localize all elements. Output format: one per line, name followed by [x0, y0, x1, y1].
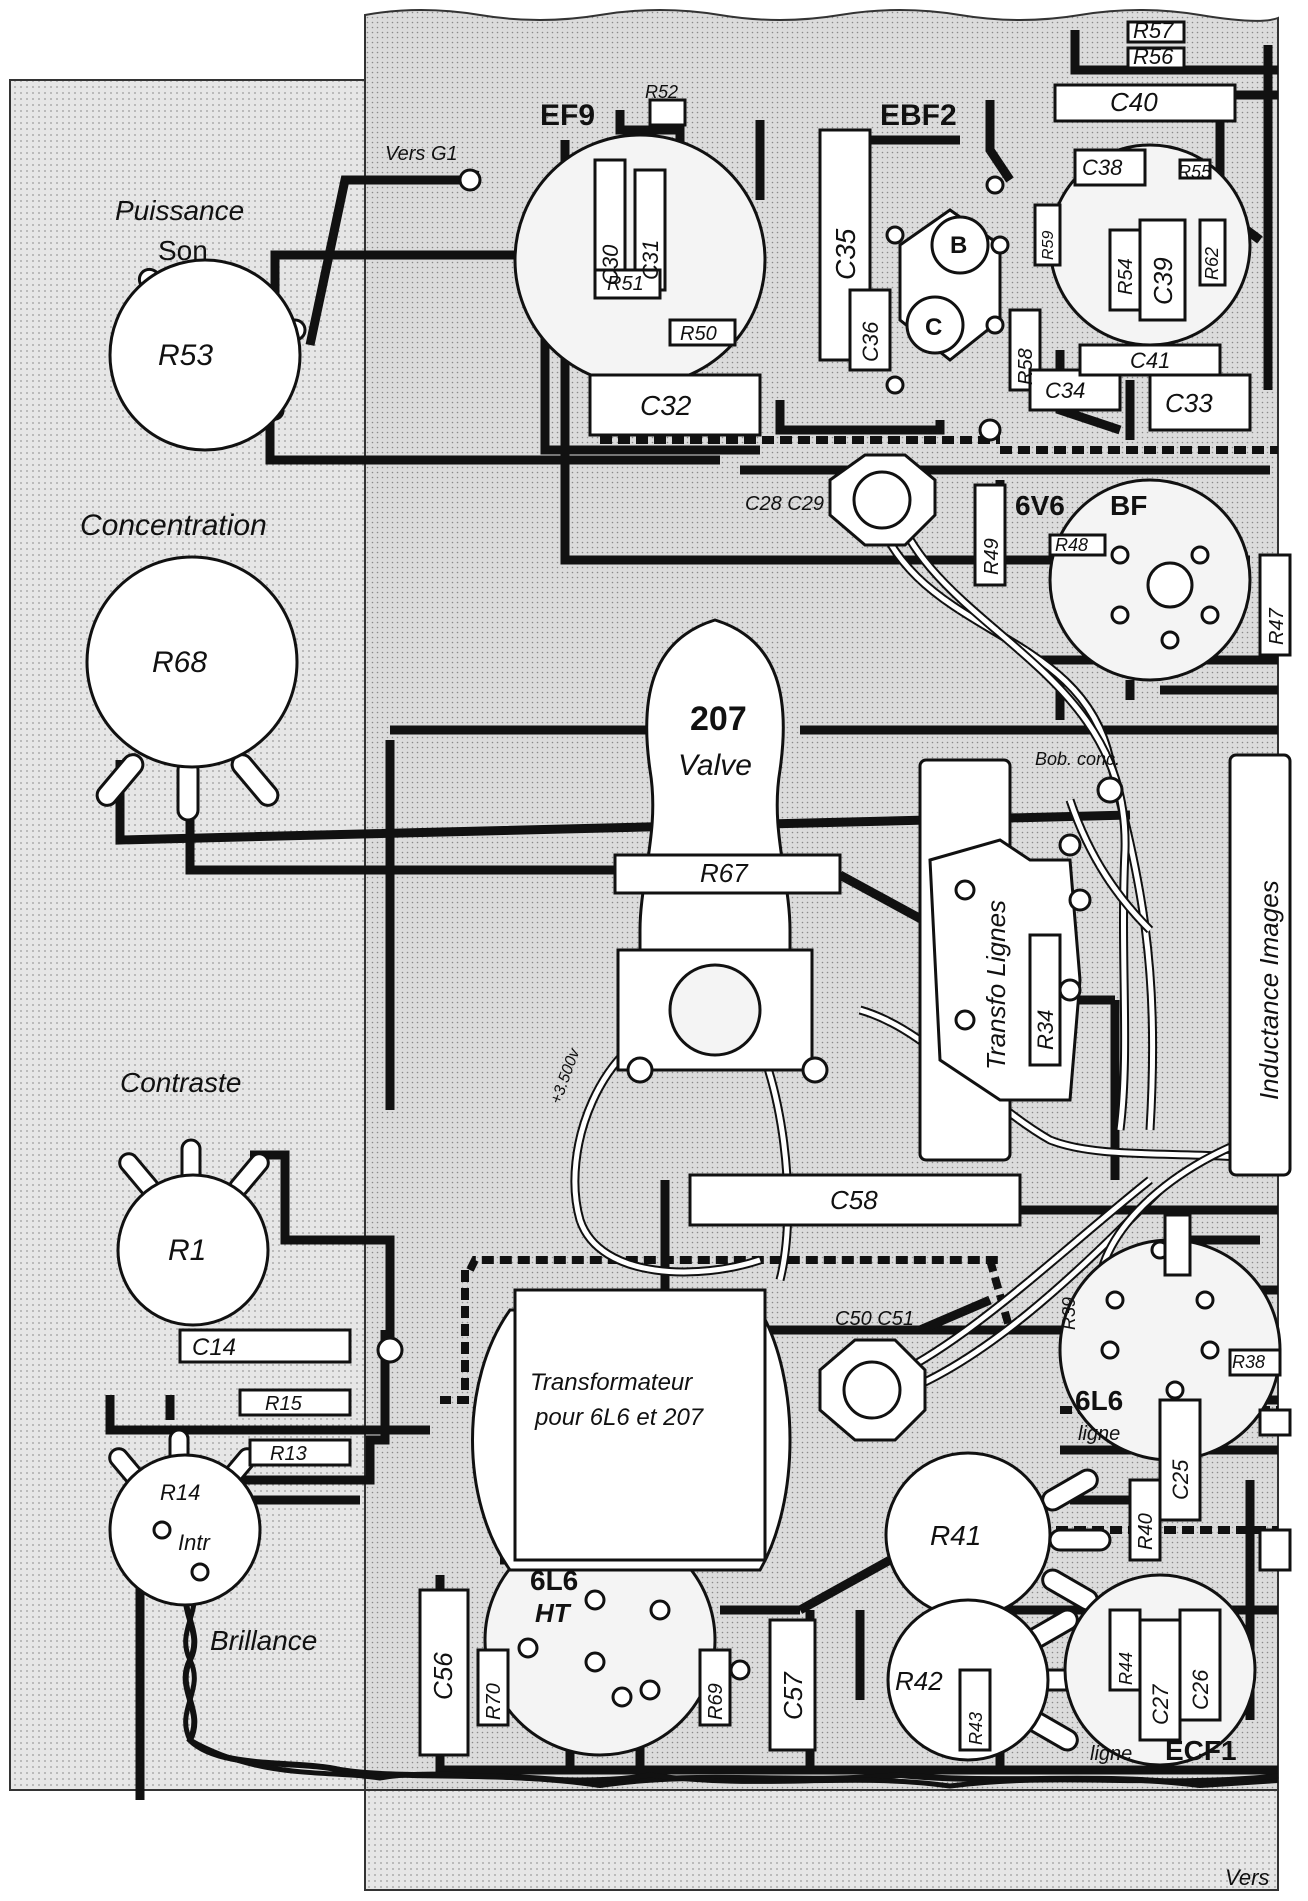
r50-label: R50 — [680, 323, 717, 345]
twisted-pair-b — [183, 1578, 1279, 1789]
c25-label: C25 — [1168, 1459, 1193, 1500]
transformateur-line1: Transformateur — [530, 1369, 693, 1396]
c39-label: C39 — [1148, 257, 1178, 305]
c36-label: C36 — [858, 321, 883, 362]
r40-label: R40 — [1135, 1513, 1157, 1550]
r54-label: R54 — [1115, 258, 1137, 295]
puissance-label: Puissance — [115, 195, 244, 226]
c58-label: C58 — [830, 1185, 878, 1215]
6v6-socket — [1048, 478, 1252, 682]
ebf2-label: EBF2 — [880, 99, 957, 132]
r42-label: R42 — [895, 1666, 943, 1696]
c50c51-label: C50 C51 — [835, 1308, 914, 1330]
c33-label: C33 — [1165, 388, 1213, 418]
potentiometer-r1: R1 — [116, 1138, 270, 1327]
valve-207-word: Valve — [678, 749, 752, 782]
transformateur: Transformateur pour 6L6 et 207 — [471, 1288, 792, 1572]
r62-label: R62 — [1202, 247, 1222, 280]
inductance-images-label: Inductance Images — [1254, 880, 1284, 1100]
c56-label: C56 — [428, 1652, 458, 1700]
bob-conc-label: Bob. conc. — [1035, 749, 1120, 769]
c34-label: C34 — [1045, 378, 1085, 403]
r44-label: R44 — [1116, 1652, 1136, 1685]
ligne2-label: ligne — [1090, 1743, 1132, 1765]
brillance-label: Brillance — [210, 1625, 317, 1656]
ebf2-socket: B C — [885, 175, 1010, 395]
b-label: B — [950, 232, 967, 259]
r59-label: R59 — [1040, 231, 1057, 260]
inductance-images: Inductance Images — [1228, 753, 1292, 1177]
ligne-label: ligne — [1078, 1423, 1120, 1445]
transformateur-line2: pour 6L6 et 207 — [534, 1404, 705, 1431]
r38-label: R38 — [1232, 1352, 1265, 1372]
r58-label: R58 — [1015, 348, 1037, 385]
6l6-ligne-label: 6L6 — [1075, 1385, 1123, 1416]
ecf1-label: ECF1 — [1165, 1735, 1237, 1766]
chassis-labels: Puissance Son Vers G1 Concentration Cont… — [80, 143, 1269, 1890]
6l6-ht-label: 6L6 — [530, 1565, 578, 1596]
vers-g1-label: Vers G1 — [385, 143, 458, 165]
ef9-label: EF9 — [540, 99, 595, 132]
tube-labels: EF9 EBF2 6V6 BF 6L6 HT 6L6 ligne ECF1 li… — [530, 99, 1237, 1766]
intr-label: Intr — [178, 1530, 211, 1555]
r48-label: R48 — [1055, 535, 1088, 555]
r70-label: R70 — [483, 1683, 505, 1720]
component-labels: R57 R56 C40 R52 C30 C31 R51 R50 C35 C36 … — [192, 18, 1288, 1745]
c35-label: C35 — [830, 228, 861, 280]
c27-label: C27 — [1148, 1684, 1173, 1725]
transfo-lignes-label: Transfo Lignes — [981, 900, 1011, 1070]
concentration-label: Concentration — [80, 509, 267, 542]
c40-label: C40 — [1110, 87, 1158, 117]
bf-label: BF — [1110, 490, 1147, 521]
potentiometer-r68: R68 — [85, 555, 299, 822]
c41-label: C41 — [1130, 348, 1170, 373]
component-blocks — [178, 20, 1292, 1757]
r52-label: R52 — [645, 82, 678, 102]
r43-label: R43 — [966, 1712, 986, 1745]
terminals — [376, 168, 1124, 1364]
r51-label: R51 — [607, 273, 644, 295]
c30-label: C30 — [598, 244, 623, 285]
potentiometer-r14: R14 Intr — [108, 1428, 262, 1607]
6v6-label: 6V6 — [1015, 490, 1065, 521]
r49-label: R49 — [981, 538, 1003, 575]
r41-label: R41 — [930, 1520, 981, 1551]
potentiometer-r53: R53 — [108, 258, 307, 452]
contraste-label: Contraste — [120, 1067, 241, 1098]
ht-label: HT — [535, 1598, 572, 1628]
r34-label: R34 — [1033, 1010, 1058, 1050]
c28c29-label: C28 C29 — [745, 493, 824, 515]
vers-bottom-label: Vers — [1225, 1865, 1269, 1890]
valve-207-number: 207 — [690, 700, 747, 738]
r53-label: R53 — [158, 339, 213, 372]
r56-label: R56 — [1133, 44, 1174, 69]
potentiometer-r41: R41 — [884, 1451, 1112, 1619]
c57-label: C57 — [778, 1671, 808, 1720]
grommet-c50 — [818, 1338, 927, 1442]
r1-label: R1 — [168, 1234, 206, 1267]
r68-label: R68 — [152, 646, 207, 679]
r69-label: R69 — [705, 1683, 727, 1720]
r14-label: R14 — [160, 1480, 200, 1505]
c14-label: C14 — [192, 1334, 236, 1361]
r57-label: R57 — [1133, 18, 1174, 43]
r47-label: R47 — [1266, 607, 1288, 645]
c38-label: C38 — [1082, 155, 1123, 180]
c32-label: C32 — [640, 390, 692, 421]
bottom-strip — [364, 1789, 1279, 1891]
c-label: C — [925, 314, 942, 341]
r13-label: R13 — [270, 1443, 307, 1465]
r15-label: R15 — [265, 1393, 303, 1415]
c26-label: C26 — [1188, 1669, 1213, 1710]
r55-label: R55 — [1178, 162, 1212, 182]
r67-label: R67 — [700, 858, 749, 888]
r39-label: R39 — [1059, 1297, 1079, 1330]
c31-label: C31 — [638, 240, 663, 280]
grommet-c28 — [828, 453, 937, 547]
son-label: Son — [158, 235, 208, 266]
